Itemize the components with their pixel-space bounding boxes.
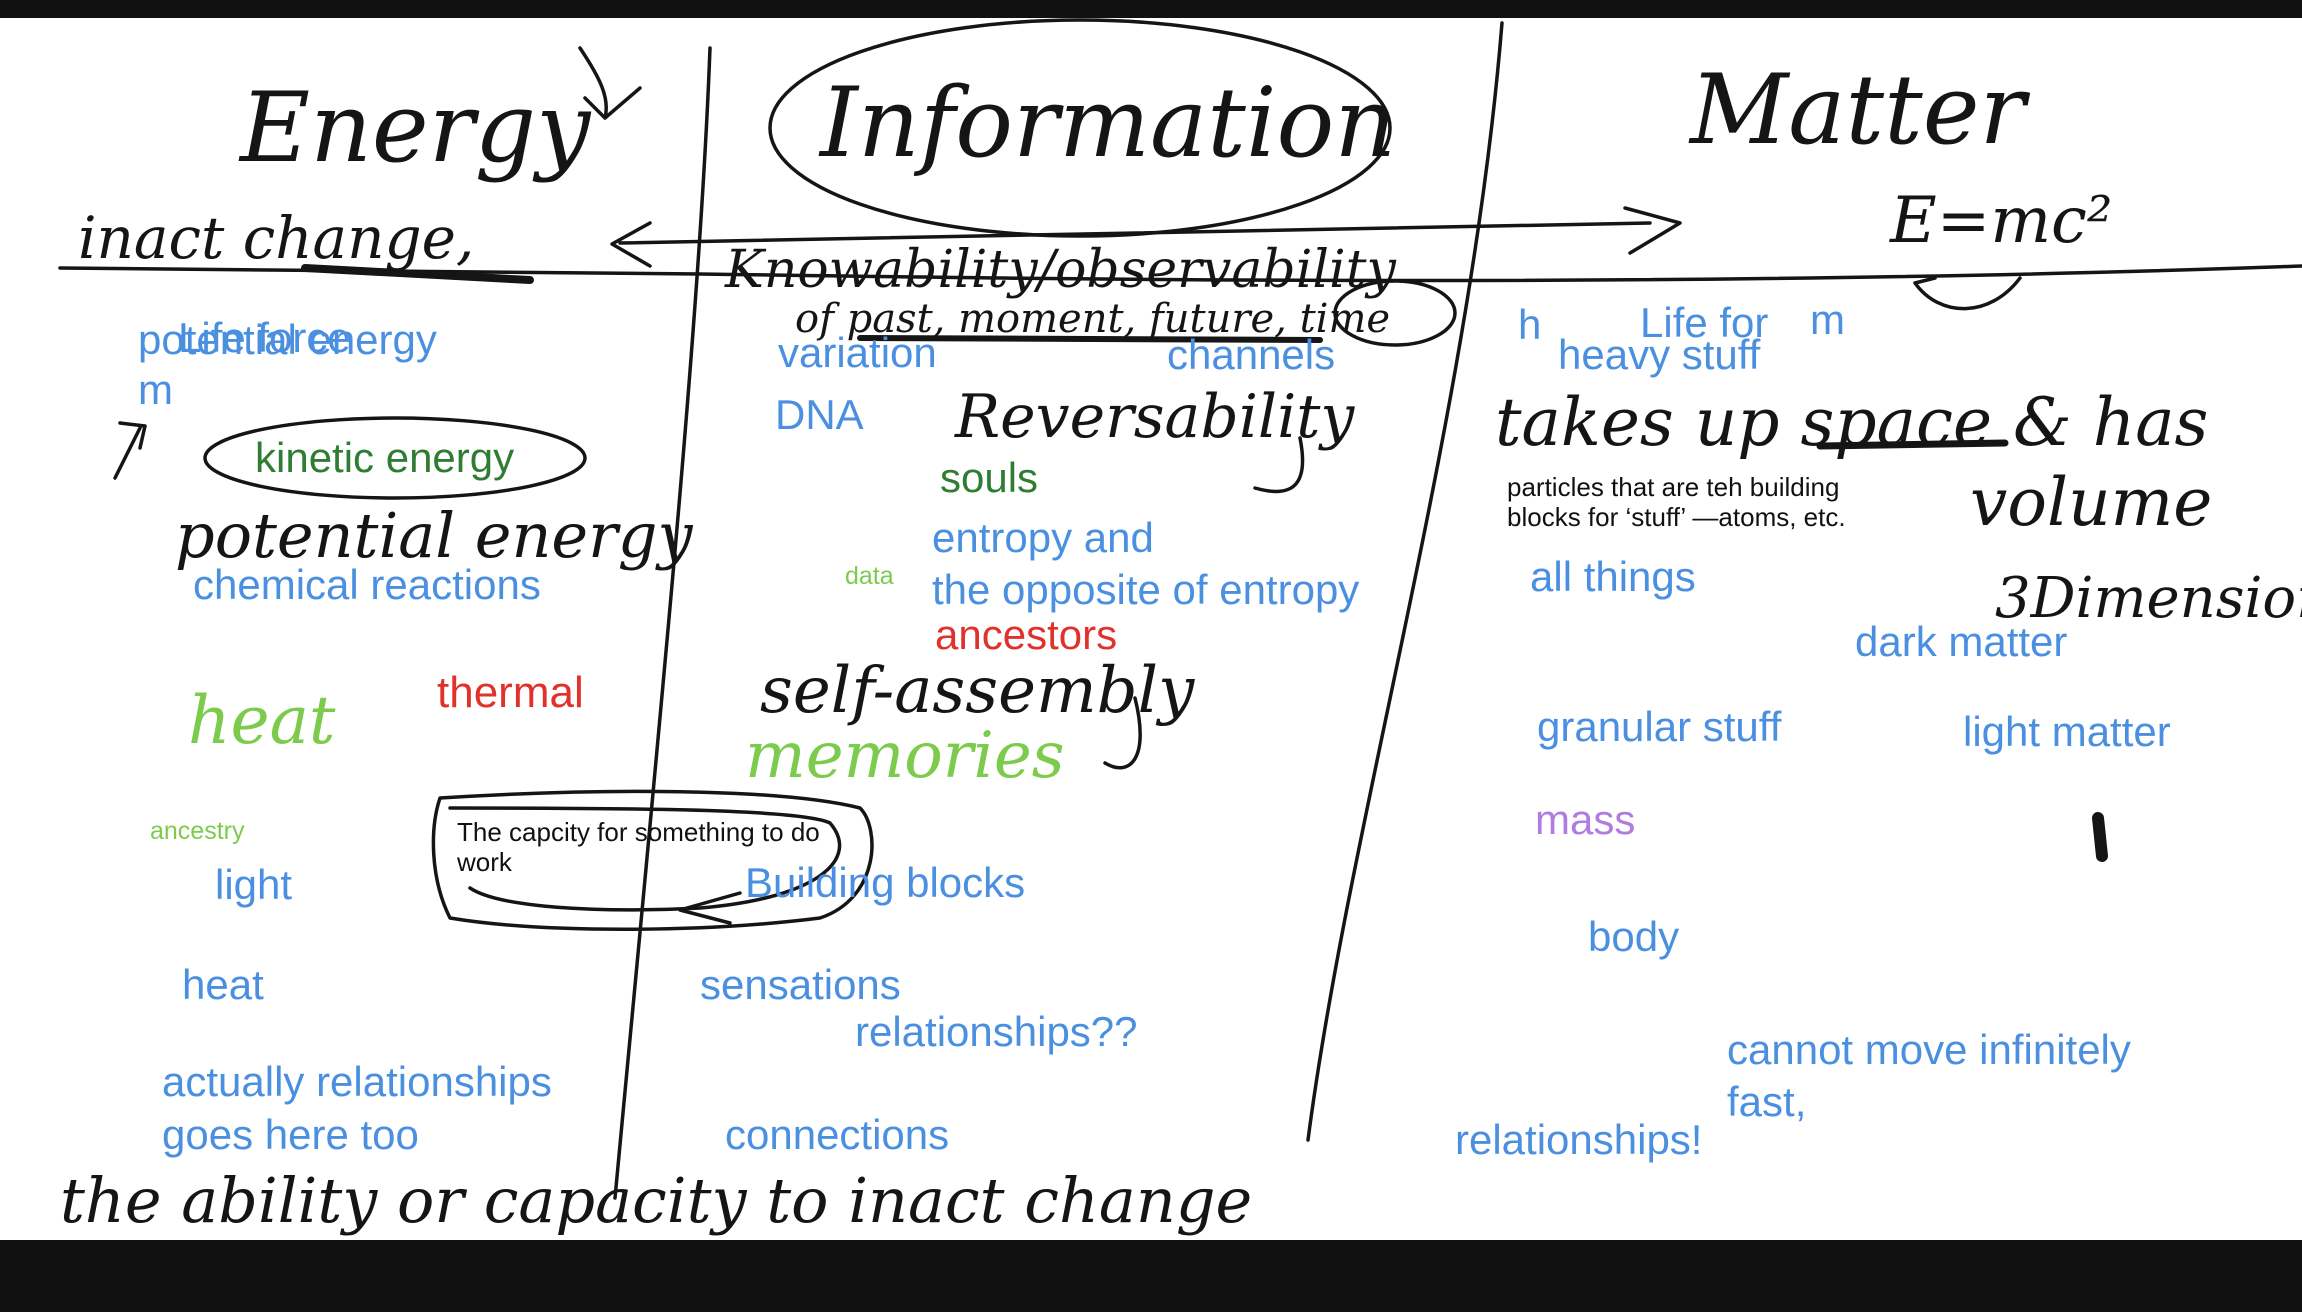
thermal-note[interactable]: thermal: [437, 668, 584, 717]
self-assembly-handwriting: self-assembly: [760, 654, 1195, 728]
cannot-move-note[interactable]: cannot move infinitely: [1727, 1026, 2131, 1073]
actually-relationships-note[interactable]: actually relationships: [162, 1058, 552, 1105]
life-force-note-left[interactable]: Life force: [178, 314, 351, 361]
capacity-work-note[interactable]: The capcity for something to do work: [457, 817, 820, 877]
right-column-divider: [1306, 21, 1504, 1142]
information-heading: Information: [820, 67, 1397, 179]
inact-change-handwriting: inact change,: [78, 204, 475, 272]
capacity-box: [431, 789, 874, 931]
left-column-divider: [613, 46, 712, 1200]
ink-mark: [2092, 812, 2108, 862]
h-note[interactable]: h: [1518, 301, 1542, 348]
relationships-exclamation-note[interactable]: relationships!: [1455, 1116, 1703, 1163]
takes-up-space-handwriting: takes up space & has: [1495, 384, 2209, 461]
variation-note[interactable]: variation: [778, 329, 937, 376]
heat-handwriting: heat: [188, 682, 336, 759]
heat-note[interactable]: heat: [182, 961, 264, 1008]
self-assembly-tail: [1103, 696, 1142, 770]
potential-energy-handwriting: potential energy: [175, 499, 693, 572]
kinetic-energy-circle: [203, 416, 587, 500]
three-dimensional-handwriting: 3Dimensional: [1995, 566, 2302, 631]
space-underline: [1816, 439, 2009, 450]
data-note[interactable]: data: [845, 562, 894, 590]
knowability-underline: [857, 335, 1323, 343]
fast-note[interactable]: fast,: [1727, 1078, 1807, 1125]
souls-note[interactable]: souls: [940, 454, 1039, 501]
relationships-question-note[interactable]: relationships??: [855, 1008, 1138, 1055]
light-note[interactable]: light: [215, 861, 293, 908]
emc2-arrow: [1913, 276, 2022, 311]
reversability-tail: [1253, 436, 1305, 494]
heavy-stuff-note[interactable]: heavy stuff: [1558, 331, 1761, 378]
capacity-arrow: [678, 891, 742, 925]
connections-note[interactable]: connections: [725, 1111, 950, 1158]
granular-stuff-note[interactable]: granular stuff: [1537, 703, 1782, 750]
bottom-handwriting: the ability or capacity to inact change: [60, 1164, 1253, 1237]
emc2-handwriting: E=mc²: [1890, 184, 2113, 258]
m-note-right[interactable]: m: [1810, 296, 1845, 343]
ink-strokes: [58, 18, 2302, 1200]
small-up-arrow: [113, 421, 147, 480]
volume-handwriting: volume: [1970, 464, 2213, 541]
ancestry-note[interactable]: ancestry: [150, 817, 245, 845]
channels-note[interactable]: channels: [1167, 331, 1336, 378]
dark-matter-note[interactable]: dark matter: [1855, 618, 2068, 665]
energy-heading: Energy: [240, 72, 591, 184]
knowability-handwriting: Knowability/observability: [725, 240, 1396, 300]
opposite-entropy-note[interactable]: the opposite of entropy: [932, 566, 1360, 613]
reversability-handwriting: Reversability: [955, 382, 1355, 452]
whiteboard-canvas[interactable]: Energy Information Matter inact change, …: [0, 18, 2302, 1240]
past-moment-handwriting: of past, moment, future, time: [795, 296, 1391, 342]
particles-note[interactable]: particles that are teh building blocks f…: [1507, 472, 1846, 532]
dna-note[interactable]: DNA: [775, 391, 864, 438]
time-circle: [1333, 279, 1457, 347]
inact-underline: [301, 264, 534, 284]
matter-heading: Matter: [1690, 54, 2026, 166]
double-arrow: [610, 206, 1682, 268]
memories-handwriting: memories: [745, 719, 1065, 793]
entropy-and-note[interactable]: entropy and: [932, 514, 1154, 561]
potential-energy-note[interactable]: potential energy: [138, 316, 437, 363]
building-blocks-note[interactable]: Building blocks: [745, 859, 1026, 906]
mass-note[interactable]: mass: [1535, 796, 1636, 843]
body-note[interactable]: body: [1588, 913, 1680, 960]
light-matter-note[interactable]: light matter: [1963, 708, 2171, 755]
ancestors-note[interactable]: ancestors: [935, 611, 1118, 658]
goes-here-too-note[interactable]: goes here too: [162, 1111, 419, 1158]
all-things-note[interactable]: all things: [1530, 553, 1696, 600]
chemical-reactions-note[interactable]: chemical reactions: [193, 561, 541, 608]
m-note-left[interactable]: m: [138, 366, 173, 413]
kinetic-energy-note[interactable]: kinetic energy: [255, 434, 515, 481]
life-force-note-right[interactable]: Life for: [1640, 299, 1769, 346]
capacity-box-scribble: [448, 806, 842, 912]
information-circle: [768, 18, 1392, 238]
arrow-down: [578, 46, 642, 120]
sensations-note[interactable]: sensations: [700, 961, 901, 1008]
